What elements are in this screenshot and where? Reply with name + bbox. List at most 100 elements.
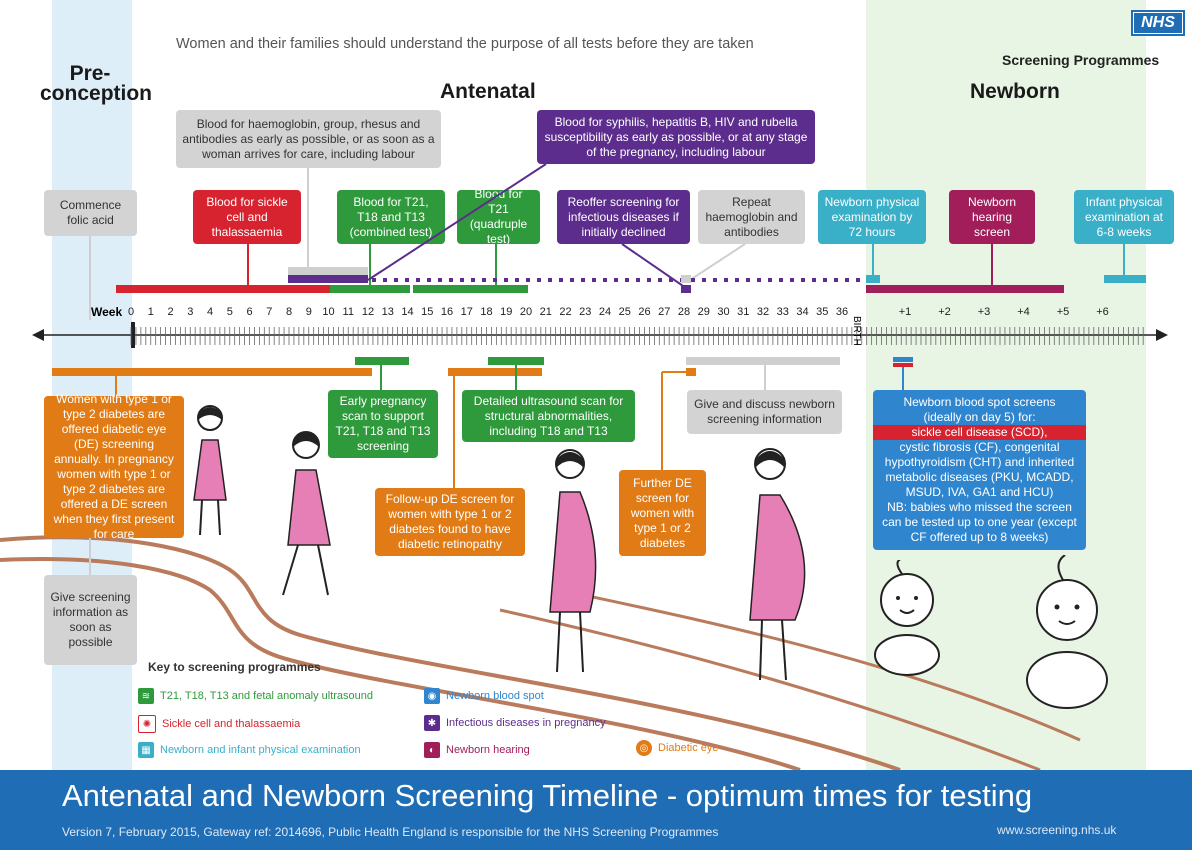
week-tick: 16 [440,306,454,318]
baby-figure-2 [1026,555,1108,709]
bloodspot-scd: sickle cell disease (SCD), [873,425,1086,440]
woman-figure-4 [749,448,806,681]
header-subtitle: Women and their families should understa… [176,36,754,52]
week-tick: 3 [187,306,194,318]
fetal-ultrasound-icon: ≋ [138,688,154,704]
box-bloodspot: Newborn blood spot screens (ideally on d… [873,390,1086,550]
week-tick: 26 [638,306,651,318]
week-tick: 12 [361,306,375,318]
week-tick: 36 [835,306,849,318]
week-tick: 31 [737,306,750,318]
key-item-diabetic-eye: ◎ Diabetic eye [636,740,719,756]
road-illustration [0,535,1081,770]
week-tick: 35 [816,306,829,318]
week-tick: 28 [677,306,691,318]
week-tick: 11 [342,306,354,318]
footer-url[interactable]: www.screening.nhs.uk [997,823,1117,837]
bloodspot-intro: Newborn blood spot screens (ideally on d… [903,395,1056,424]
box-reoffer: Reoffer screening for infectious disease… [557,190,690,244]
baby-figure-1 [874,560,940,676]
week-tick: 2 [167,306,174,318]
key-item-fetal: ≋ T21, T18, T13 and fetal anomaly ultras… [138,688,373,704]
woman-figure-1 [193,405,227,536]
post-birth-week-tick: +2 [938,306,951,318]
week-tick: 33 [776,306,789,318]
post-birth-week-tick: +5 [1056,306,1070,318]
week-tick: 32 [756,306,770,318]
week-tick: 14 [401,306,414,318]
newborn-header: Newborn [970,80,1060,103]
box-diabetic-eye: Women with type 1 or type 2 diabetes are… [44,392,184,541]
week-tick: 8 [285,306,293,318]
key-item-bloodspot: ◉ Newborn blood spot [424,688,544,704]
woman-figure-3 [549,449,597,673]
box-folic-acid: Commence folic acid [44,190,137,236]
week-tick: 24 [598,306,612,318]
diabetic-eye-icon: ◎ [636,740,652,756]
week-tick: 23 [579,306,592,318]
post-birth-week-tick: +1 [898,306,912,318]
box-infant-physical: Infant physical examination at 6-8 weeks [1074,190,1174,244]
infectious-disease-icon: ✱ [424,715,440,731]
week-tick: 17 [460,306,473,318]
week-tick: 4 [206,306,214,318]
week-tick: 20 [519,306,533,318]
box-detailed-scan: Detailed ultrasound scan for structural … [462,390,635,442]
box-newborn-hearing: Newborn hearing screen [949,190,1035,244]
week-tick: 18 [480,306,493,318]
week-tick: 19 [500,306,513,318]
key-item-infectious: ✱ Infectious diseases in pregnancy [424,715,606,731]
week-tick: 9 [305,306,312,318]
lower-leaders [89,365,904,575]
key-title: Key to screening programmes [148,660,321,674]
nhs-logo: NHS [1131,10,1185,36]
week-tick: 0 [127,306,135,318]
birth-label: BIRTH [851,316,862,346]
box-blood-haemoglobin: Blood for haemoglobin, group, rhesus and… [176,110,441,168]
preconception-header: Pre-conception [40,62,153,105]
week-tick: 29 [697,306,710,318]
week-label: Week [91,305,123,319]
key-item-hearing: ◐ Newborn hearing [424,742,530,758]
week-tick: 22 [559,306,572,318]
box-early-scan: Early pregnancy scan to support T21, T18… [328,390,438,458]
footer-title: Antenatal and Newborn Screening Timeline… [62,778,1033,813]
bloodspot-nb: NB: babies who missed the screen can be … [882,500,1077,544]
box-give-discuss: Give and discuss newborn screening infor… [687,390,842,434]
week-tick: 10 [322,306,335,318]
physical-exam-icon: ▦ [138,742,154,758]
week-tick: 13 [381,306,394,318]
key-item-sickle: ✺ Sickle cell and thalassaemia [138,715,300,733]
week-tick: 25 [618,306,631,318]
blood-spot-icon: ◉ [424,688,440,704]
key-item-physical: ▦ Newborn and infant physical examinatio… [138,742,361,758]
box-sickle-cell: Blood for sickle cell and thalassaemia [193,190,301,244]
box-followup-de: Follow-up DE screen for women with type … [375,488,525,556]
post-birth-week-tick: +4 [1017,306,1030,318]
week-tick: 15 [421,306,434,318]
footer-version: Version 7, February 2015, Gateway ref: 2… [62,825,719,839]
timeline-bars [32,163,1168,376]
woman-figure-2 [282,431,331,596]
hearing-icon: ◐ [424,742,440,758]
box-repeat-haemoglobin: Repeat haemoglobin and antibodies [698,190,805,244]
week-tick: 6 [246,306,253,318]
week-tick: 1 [147,306,154,318]
screening-programmes-label: Screening Programmes [1002,52,1160,68]
box-further-de: Further DE screen for women with type 1 … [619,470,706,556]
week-tick: 21 [539,306,552,318]
box-give-info: Give screening information as soon as po… [44,575,137,665]
box-t21-quadruple: Blood for T21 (quadruple test) [457,187,540,246]
post-birth-week-tick: +6 [1096,306,1109,318]
box-newborn-physical: Newborn physical examination by 72 hours [818,190,926,244]
week-tick: 5 [226,306,233,318]
footer [0,770,1192,850]
sickle-cell-icon: ✺ [138,715,156,733]
week-tick: 34 [796,306,809,318]
box-blood-syphilis: Blood for syphilis, hepatitis B, HIV and… [537,110,815,164]
box-t21-combined: Blood for T21, T18 and T13 (combined tes… [337,190,445,244]
post-birth-week-tick: +3 [977,306,991,318]
week-tick: 30 [717,306,730,318]
antenatal-header: Antenatal [440,80,536,103]
